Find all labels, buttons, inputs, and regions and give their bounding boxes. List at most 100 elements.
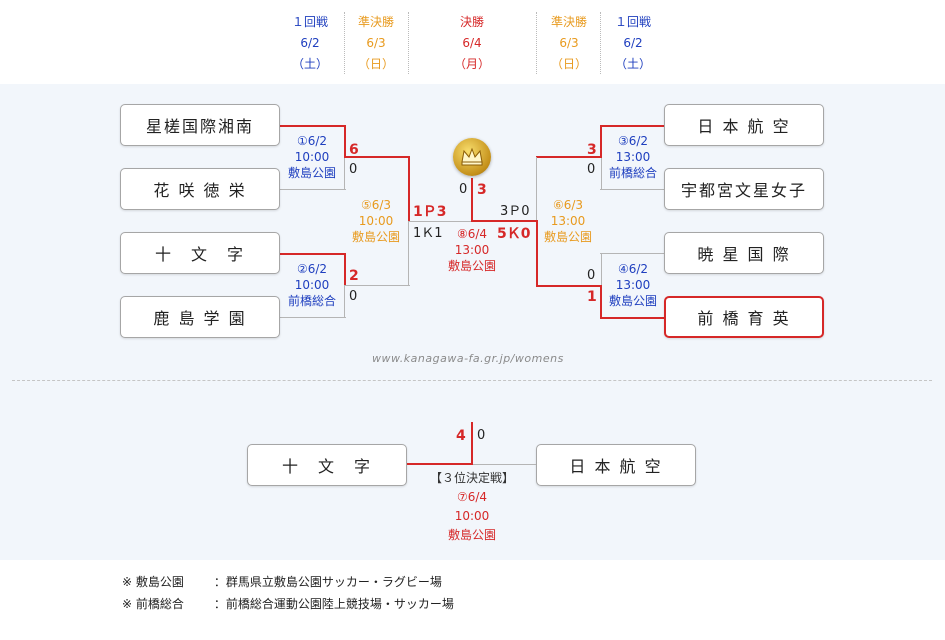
match-2-score-bottom: 0 bbox=[349, 289, 358, 304]
note-mark: ※ bbox=[122, 597, 133, 611]
third-info: 【３位決定戦】 ⑦6/4 10:00 敷島公園 bbox=[412, 470, 532, 543]
bracket-line bbox=[280, 189, 346, 190]
match-1-info: ①6/2 10:00 敷島公園 bbox=[281, 133, 343, 181]
match-4-info: ④6/2 13:00 敷島公園 bbox=[603, 261, 663, 309]
header-day: （日） bbox=[550, 57, 587, 71]
header-day: （土） bbox=[614, 57, 651, 71]
match-3-score-top: 3 bbox=[587, 142, 597, 158]
third-score-right: 0 bbox=[477, 428, 486, 443]
venue-note: ※ 前橋総合 ：前橋総合運動公園陸上競技場・サッカー場 bbox=[122, 593, 454, 615]
match-2-score-top: 2 bbox=[349, 268, 359, 284]
match-time: 13:00 bbox=[615, 150, 651, 164]
match-venue: 敷島公園 bbox=[447, 259, 496, 273]
note-value: ：前橋総合運動公園陸上競技場・サッカー場 bbox=[213, 597, 454, 611]
bracket-line bbox=[600, 125, 665, 127]
match-venue: 敷島公園 bbox=[543, 230, 592, 244]
bracket-line bbox=[344, 253, 346, 286]
match-1-score-top: 6 bbox=[349, 142, 359, 158]
match-venue: 前橋総合 bbox=[608, 166, 657, 180]
match-date: ③6/2 bbox=[617, 134, 649, 148]
match-2-info: ②6/2 10:00 前橋総合 bbox=[281, 261, 343, 309]
bracket-line bbox=[536, 220, 538, 287]
third-team-right[interactable]: 日 本 航 空 bbox=[536, 444, 696, 486]
bracket-line bbox=[600, 189, 665, 190]
team-left-3[interactable]: 十 文 字 bbox=[120, 232, 280, 274]
bracket-line bbox=[280, 317, 346, 318]
bracket-line bbox=[471, 422, 473, 465]
match-venue: 前橋総合 bbox=[287, 294, 336, 308]
venue-notes: ※ 敷島公園：群馬県立敷島公園サッカー・ラグビー場 ※ 前橋総合 ：前橋総合運動公… bbox=[122, 571, 454, 615]
match-venue: 敷島公園 bbox=[351, 230, 400, 244]
header-col-3: 決勝 6/4 （月） bbox=[442, 12, 502, 75]
team-left-4[interactable]: 鹿 島 学 園 bbox=[120, 296, 280, 338]
note-mark: ※ bbox=[122, 575, 133, 589]
match-time: 10:00 bbox=[294, 150, 330, 164]
third-title: 【３位決定戦】 bbox=[429, 471, 514, 485]
match-time: 13:00 bbox=[615, 278, 651, 292]
header-date: 6/2 bbox=[300, 36, 320, 50]
bracket-line bbox=[408, 222, 409, 286]
team-right-1[interactable]: 日 本 航 空 bbox=[664, 104, 824, 146]
header-date: 6/4 bbox=[462, 36, 482, 50]
bracket-line bbox=[536, 157, 537, 221]
note-value: ：群馬県立敷島公園サッカー・ラグビー場 bbox=[213, 575, 442, 589]
bracket-line bbox=[600, 285, 602, 319]
team-right-3[interactable]: 暁 星 国 際 bbox=[664, 232, 824, 274]
bracket-line bbox=[344, 156, 410, 158]
header-round: １回戦 bbox=[291, 15, 328, 29]
bracket-line bbox=[601, 253, 602, 286]
header-date: 6/3 bbox=[559, 36, 579, 50]
team-left-2[interactable]: 花 咲 徳 栄 bbox=[120, 168, 280, 210]
bracket-line bbox=[280, 253, 346, 255]
match-time: 10:00 bbox=[294, 278, 330, 292]
header-divider bbox=[344, 12, 345, 74]
match-6-score-top: 3Ｐ0 bbox=[500, 204, 530, 219]
match-venue: 敷島公園 bbox=[608, 294, 657, 308]
header-round: 準決勝 bbox=[357, 15, 394, 29]
match-3-score-bottom: 0 bbox=[587, 162, 596, 177]
header-round: 準決勝 bbox=[550, 15, 587, 29]
final-score-right: 3 bbox=[477, 182, 487, 198]
match-4-score-top: 0 bbox=[587, 268, 596, 283]
bracket-line bbox=[407, 463, 472, 465]
header-col-5: １回戦 6/2 （土） bbox=[603, 12, 663, 75]
bracket-line bbox=[408, 156, 410, 222]
match-4-score-bottom: 1 bbox=[587, 289, 597, 305]
match-date: ⑤6/3 bbox=[360, 198, 392, 212]
match-5-score-top: 1Ｐ3 bbox=[413, 204, 447, 220]
bracket-line bbox=[536, 285, 602, 287]
header-col-4: 準決勝 6/3 （日） bbox=[539, 12, 599, 75]
venue-note: ※ 敷島公園：群馬県立敷島公園サッカー・ラグビー場 bbox=[122, 571, 454, 593]
header-col-2: 準決勝 6/3 （日） bbox=[346, 12, 406, 75]
match-date: ⑦6/4 bbox=[456, 490, 488, 504]
bracket-line bbox=[344, 285, 345, 318]
note-key: 前橋総合 bbox=[135, 597, 184, 611]
header-col-1: １回戦 6/2 （土） bbox=[280, 12, 340, 75]
bracket-line bbox=[408, 221, 472, 222]
bracket-line bbox=[344, 125, 346, 158]
bracket-line bbox=[344, 157, 345, 190]
bracket-line bbox=[600, 253, 665, 254]
bracket-line bbox=[472, 464, 536, 465]
final-score-left: 0 bbox=[459, 182, 468, 197]
match-date: ⑥6/3 bbox=[552, 198, 584, 212]
match-3-info: ③6/2 13:00 前橋総合 bbox=[603, 133, 663, 181]
third-team-left[interactable]: 十 文 字 bbox=[247, 444, 407, 486]
match-date: ②6/2 bbox=[296, 262, 328, 276]
match-6-score-bottom: 5Ｋ0 bbox=[497, 226, 531, 242]
match-6-info: ⑥6/3 13:00 敷島公園 bbox=[537, 197, 599, 245]
match-5-score-bottom: 1Ｋ1 bbox=[413, 226, 443, 241]
team-right-4[interactable]: 前 橋 育 英 bbox=[664, 296, 824, 338]
bracket-line bbox=[601, 157, 602, 190]
match-1-score-bottom: 0 bbox=[349, 162, 358, 177]
match-time: 10:00 bbox=[454, 509, 490, 523]
bracket-line bbox=[344, 285, 410, 286]
header-day: （月） bbox=[453, 57, 490, 71]
section-divider bbox=[12, 380, 932, 381]
team-right-2[interactable]: 宇都宮文星女子 bbox=[664, 168, 824, 210]
header-round: 決勝 bbox=[459, 15, 484, 29]
third-score-left: 4 bbox=[456, 428, 466, 444]
team-left-1[interactable]: 星槎国際湘南 bbox=[120, 104, 280, 146]
bracket-line bbox=[536, 156, 602, 158]
match-date: ①6/2 bbox=[296, 134, 328, 148]
